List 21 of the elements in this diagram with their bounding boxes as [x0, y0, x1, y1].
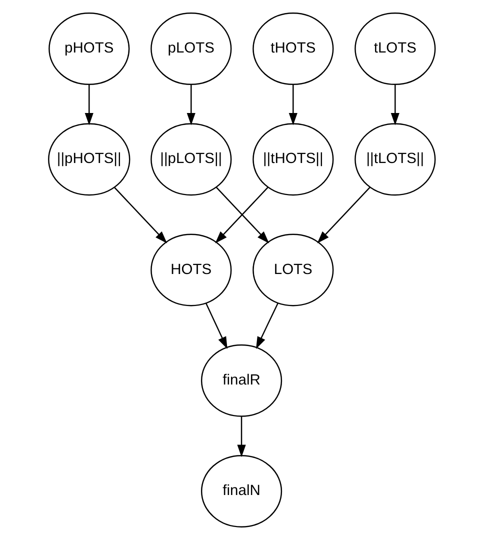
arrow — [84, 84, 94, 126]
node-ellipse: LOTS — [252, 234, 334, 306]
arrow — [288, 84, 298, 126]
arrow — [205, 302, 228, 350]
node-ellipse: tLOTS — [354, 12, 436, 86]
node-ellipse: ||tLOTS|| — [354, 123, 436, 196]
node-ellipse: finalN — [200, 454, 282, 528]
arrow — [317, 186, 370, 244]
node-ellipse: finalR — [200, 344, 282, 417]
node-ellipse: ||tHOTS|| — [252, 123, 334, 196]
node-ellipse: ||pLOTS|| — [150, 123, 232, 196]
arrow — [237, 416, 246, 458]
node-ellipse: pLOTS — [150, 12, 232, 86]
arrow — [256, 302, 278, 350]
arrow — [390, 84, 400, 126]
arrow — [186, 84, 196, 126]
node-ellipse: pHOTS — [48, 12, 130, 86]
arrow — [114, 186, 168, 244]
node-ellipse: HOTS — [150, 234, 232, 306]
node-ellipse: tHOTS — [252, 12, 334, 86]
node-ellipse: ||pHOTS|| — [48, 123, 130, 196]
